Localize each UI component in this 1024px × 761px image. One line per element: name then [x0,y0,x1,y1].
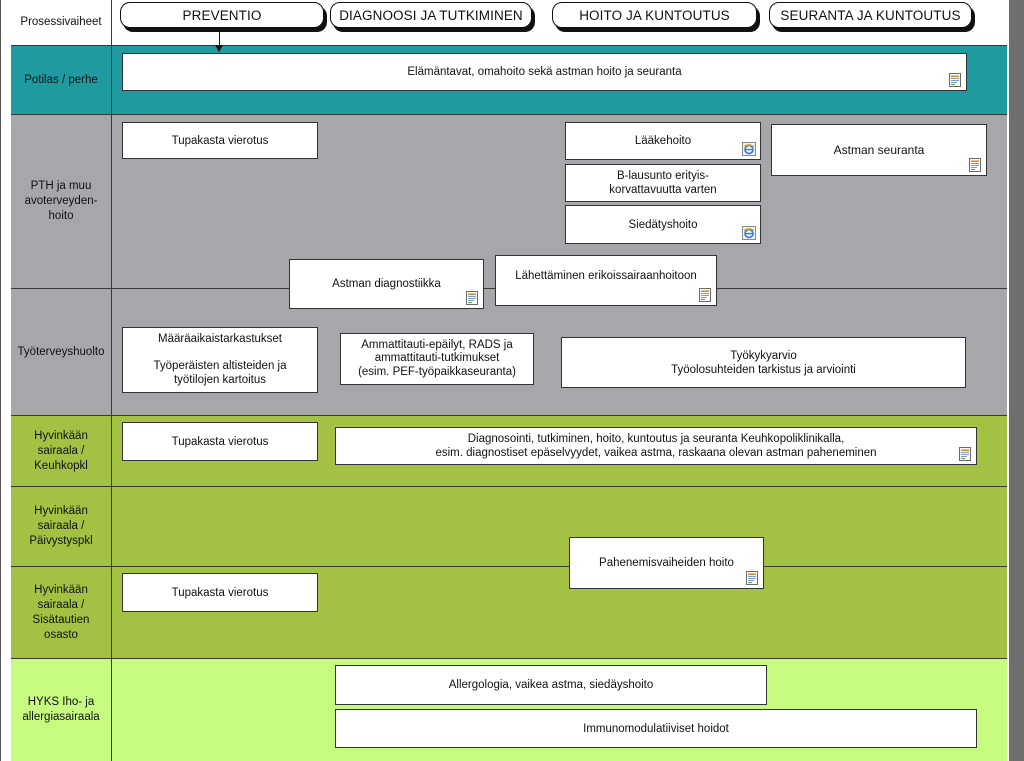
box-immunomodulatory[interactable]: Immunomodulatiiviset hoidot [335,709,977,748]
lane-label-hyks-allergy-hospital: HYKS Iho- ja allergiasairaala [11,659,112,761]
document-icon[interactable] [465,291,479,305]
box-allergology[interactable]: Allergologia, vaikea astma, siedäyshoito [335,665,767,705]
box-medication[interactable]: Lääkehoito [565,122,761,160]
lane-label-occupational-health: Työterveyshuolto [11,289,112,415]
document-icon[interactable] [698,288,712,302]
box-pulmonary-clinic-care[interactable]: Diagnosointi, tutkiminen, hoito, kuntout… [335,427,977,465]
phase-followup: SEURANTA JA KUNTOUTUS [769,2,972,28]
web-link-icon[interactable] [742,142,756,156]
box-periodic-checkups[interactable]: Määräaikaistarkastukset Työperäisten alt… [122,327,318,393]
web-link-icon[interactable] [742,226,756,240]
arrow-head [215,45,223,52]
box-patient-self-care[interactable]: Elämäntavat, omahoito sekä astman hoito … [122,53,967,91]
box-keuhko-smoking-cessation[interactable]: Tupakasta vierotus [122,422,318,461]
lane-label-emergency-clinic: Hyvinkään sairaala / Päivystyspkl [11,487,112,566]
arrow-line [219,27,220,46]
document-icon[interactable] [745,571,759,585]
box-referral[interactable]: Lähettäminen erikoissairaanhoitoon [495,255,717,306]
box-b-statement[interactable]: B-lausunto erityis- korvattavuutta varte… [565,164,761,202]
lane-label-internal-medicine-ward: Hyvinkään sairaala / Sisätautien osasto [11,567,112,658]
document-icon[interactable] [948,73,962,87]
box-asthma-followup[interactable]: Astman seuranta [771,124,987,176]
box-occupational-disease[interactable]: Ammattitauti-epäilyt, RADS ja ammattitau… [340,333,534,385]
box-exacerbation-care[interactable]: Pahenemisvaiheiden hoito [569,537,764,589]
box-ward-smoking-cessation[interactable]: Tupakasta vierotus [122,573,318,612]
lane-label-patient: Potilas / perhe [11,46,112,114]
lane-emergency-clinic: Hyvinkään sairaala / Päivystyspkl [11,486,1007,566]
box-asthma-diagnostics[interactable]: Astman diagnostiikka [289,259,484,309]
phase-prevention: PREVENTIO [120,2,324,28]
box-desensitization[interactable]: Siedätyshoito [565,205,761,244]
phase-treatment: HOITO JA KUNTOUTUS [552,2,757,28]
document-icon[interactable] [968,158,982,172]
lane-label-primary-care: PTH ja muu avoterveyden- hoito [11,115,112,288]
lane-label-header: Prosessivaiheet [11,0,112,45]
box-pth-smoking-cessation[interactable]: Tupakasta vierotus [122,122,318,159]
box-work-ability[interactable]: Työkykyarvio Työolosuhteiden tarkistus j… [561,337,966,388]
document-icon[interactable] [958,447,972,461]
phase-diagnosis: DIAGNOOSI JA TUTKIMINEN [330,2,532,28]
lane-label-pulmonary-clinic: Hyvinkään sairaala / Keuhkopkl [11,416,112,486]
